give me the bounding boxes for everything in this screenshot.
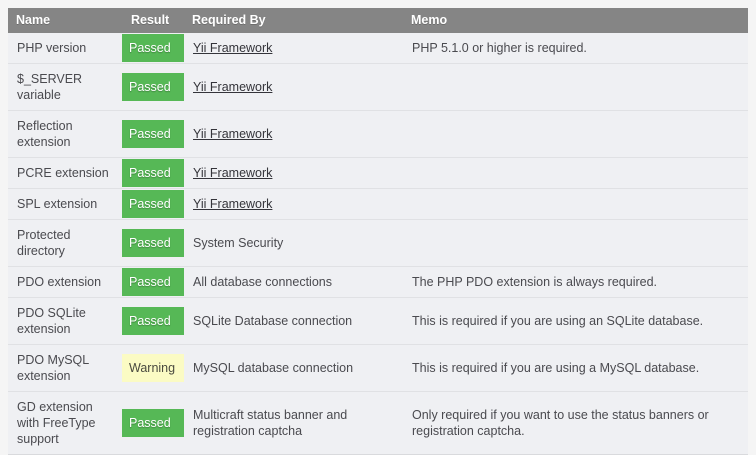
memo-text: PHP 5.1.0 or higher is required.	[412, 41, 587, 55]
cell-result: Passed	[122, 157, 184, 189]
cell-required-by: Yii Framework	[184, 157, 403, 189]
status-badge: Passed	[122, 159, 184, 187]
requirement-name: PCRE extension	[17, 166, 109, 180]
cell-memo: This is required if you are using a MySQ…	[403, 344, 748, 392]
cell-name: Reflection extension	[8, 110, 122, 158]
cell-result: Passed	[122, 391, 184, 455]
cell-result: Passed	[122, 297, 184, 345]
cell-result: Passed	[122, 63, 184, 111]
required-by-link[interactable]: Yii Framework	[193, 197, 273, 211]
cell-memo: This is required if you are using an SQL…	[403, 297, 748, 345]
column-header-name: Name	[8, 8, 122, 33]
status-badge: Passed	[122, 307, 184, 335]
cell-memo: The PHP PDO extension is always required…	[403, 266, 748, 298]
cell-required-by: Yii Framework	[184, 110, 403, 158]
cell-required-by: All database connections	[184, 266, 403, 298]
memo-text: This is required if you are using an SQL…	[412, 314, 704, 328]
required-by-link[interactable]: Yii Framework	[193, 166, 273, 180]
table-row: PDO SQLite extension Passed SQLite Databas…	[8, 297, 748, 345]
required-by-text: Multicraft status banner and registratio…	[193, 408, 348, 438]
required-by-text: All database connections	[193, 275, 332, 289]
table-row: PCRE extension Passed Yii Framework	[8, 157, 748, 189]
cell-memo	[403, 157, 748, 189]
requirements-table: Name Result Required By Memo PHP version…	[8, 8, 748, 455]
cell-name: PDO SQLite extension	[8, 297, 122, 345]
table-row: PDO extension Passed All database connecti…	[8, 266, 748, 298]
requirement-name: Reflection extension	[17, 119, 73, 149]
memo-text: The PHP PDO extension is always required…	[412, 275, 658, 289]
cell-result: Passed	[122, 33, 184, 64]
cell-memo: PHP 5.1.0 or higher is required.	[403, 33, 748, 64]
cell-name: $_SERVER variable	[8, 63, 122, 111]
status-badge: Passed	[122, 120, 184, 148]
cell-memo: Only required if you want to use the sta…	[403, 391, 748, 455]
requirement-name: PDO MySQL extension	[17, 353, 89, 383]
cell-result: Passed	[122, 110, 184, 158]
column-header-memo: Memo	[403, 8, 748, 33]
status-badge: Warning	[122, 354, 184, 382]
requirement-name: PDO extension	[17, 275, 102, 289]
column-header-required-by: Required By	[184, 8, 403, 33]
requirement-name: GD extension with FreeType support	[17, 400, 96, 446]
cell-name: PDO extension	[8, 266, 122, 298]
cell-name: SPL extension	[8, 188, 122, 220]
cell-memo	[403, 188, 748, 220]
table-row: Protected directory Passed System Security	[8, 219, 748, 267]
cell-result: Passed	[122, 219, 184, 267]
cell-required-by: Multicraft status banner and registratio…	[184, 391, 403, 455]
status-badge: Passed	[122, 229, 184, 257]
table-row: GD extension with FreeType support Passed…	[8, 391, 748, 455]
cell-required-by: System Security	[184, 219, 403, 267]
requirement-name: PHP version	[17, 41, 87, 55]
required-by-text: SQLite Database connection	[193, 314, 353, 328]
required-by-link[interactable]: Yii Framework	[193, 127, 273, 141]
requirement-name: $_SERVER variable	[17, 72, 83, 102]
cell-required-by: Yii Framework	[184, 63, 403, 111]
cell-name: GD extension with FreeType support	[8, 391, 122, 455]
required-by-text: MySQL database connection	[193, 361, 354, 375]
table-row: $_SERVER variable Passed Yii Framework	[8, 63, 748, 111]
requirement-name: PDO SQLite extension	[17, 306, 86, 336]
required-by-link[interactable]: Yii Framework	[193, 41, 273, 55]
memo-text: Only required if you want to use the sta…	[412, 408, 709, 438]
cell-name: PCRE extension	[8, 157, 122, 189]
requirement-name: Protected directory	[17, 228, 71, 258]
memo-text: This is required if you are using a MySQ…	[412, 361, 700, 375]
status-badge: Passed	[122, 73, 184, 101]
status-badge: Passed	[122, 190, 184, 218]
table-header: Name Result Required By Memo	[8, 8, 748, 33]
status-badge: Passed	[122, 268, 184, 296]
requirement-name: SPL extension	[17, 197, 98, 211]
cell-result: Warning	[122, 344, 184, 392]
status-badge: Passed	[122, 34, 184, 62]
cell-required-by: Yii Framework	[184, 188, 403, 220]
cell-memo	[403, 219, 748, 267]
cell-required-by: MySQL database connection	[184, 344, 403, 392]
cell-memo	[403, 110, 748, 158]
cell-memo	[403, 63, 748, 111]
table-row: Reflection extension Passed Yii Framework	[8, 110, 748, 158]
table-row: SPL extension Passed Yii Framework	[8, 188, 748, 220]
cell-required-by: Yii Framework	[184, 33, 403, 64]
required-by-text: System Security	[193, 236, 284, 250]
requirements-table-container: Name Result Required By Memo PHP version…	[8, 8, 748, 455]
status-badge: Passed	[122, 409, 184, 437]
cell-result: Passed	[122, 266, 184, 298]
cell-name: Protected directory	[8, 219, 122, 267]
table-row: PHP version Passed Yii Framework PHP 5.1.0 …	[8, 33, 748, 64]
table-header-row: Name Result Required By Memo	[8, 8, 748, 33]
cell-result: Passed	[122, 188, 184, 220]
cell-name: PHP version	[8, 33, 122, 64]
cell-required-by: SQLite Database connection	[184, 297, 403, 345]
required-by-link[interactable]: Yii Framework	[193, 80, 273, 94]
cell-name: PDO MySQL extension	[8, 344, 122, 392]
column-header-result: Result	[122, 8, 184, 33]
table-row: PDO MySQL extension Warning MySQL database…	[8, 344, 748, 392]
